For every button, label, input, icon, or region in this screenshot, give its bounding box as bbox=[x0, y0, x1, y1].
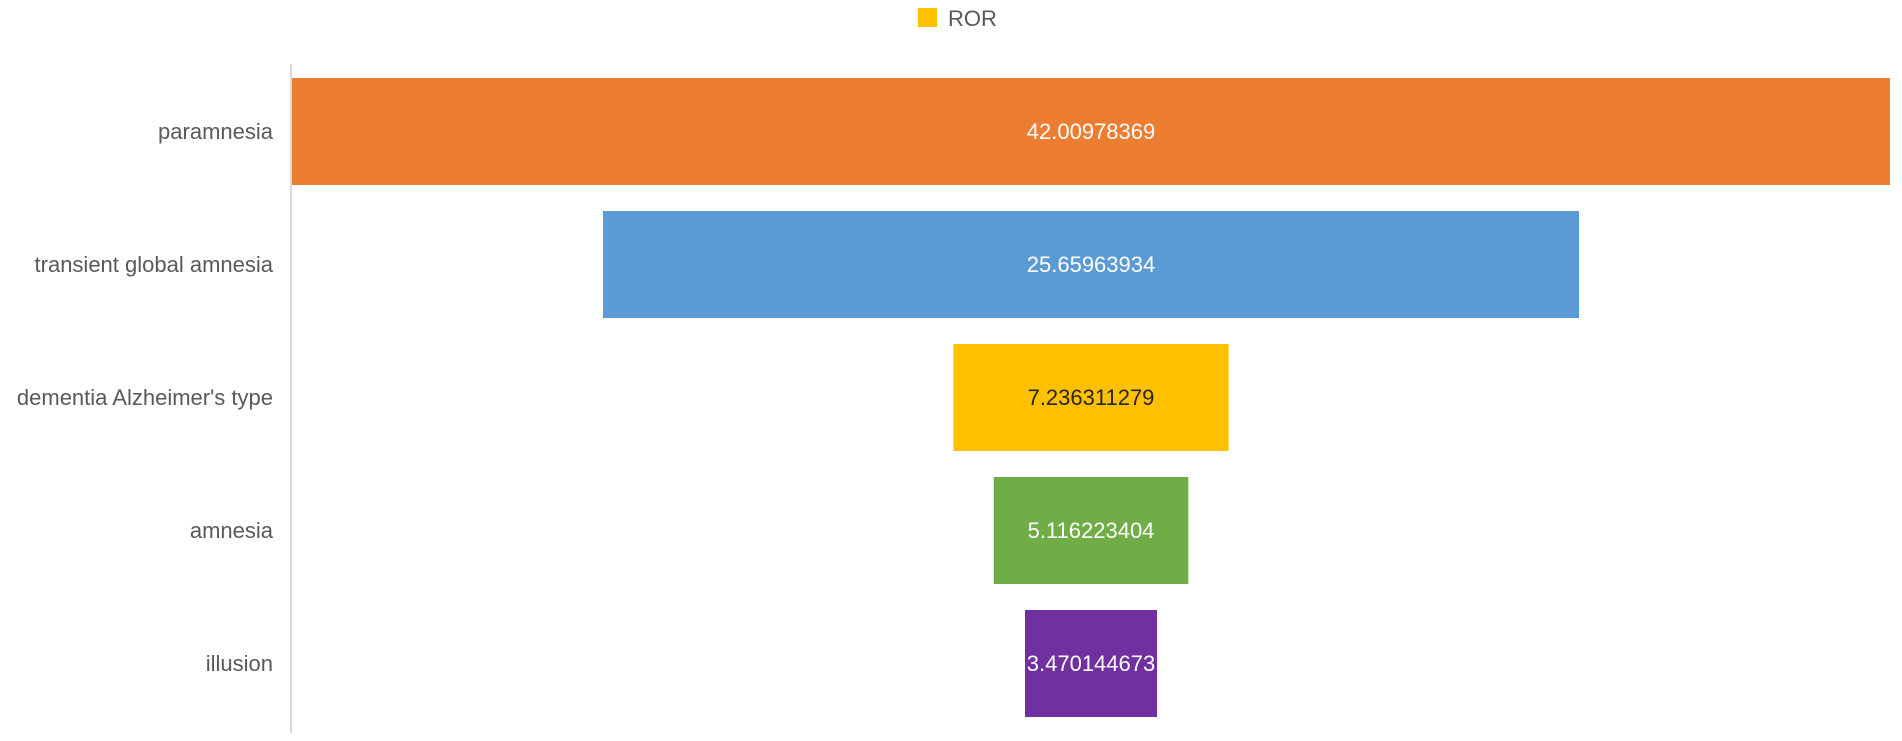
category-label-4: amnesia bbox=[190, 518, 274, 543]
funnel-bar-1 bbox=[292, 78, 1890, 185]
category-label-3: dementia Alzheimer's type bbox=[17, 385, 273, 410]
legend-label-ror: ROR bbox=[948, 6, 997, 31]
legend: ROR bbox=[918, 6, 997, 31]
category-label-2: transient global amnesia bbox=[35, 252, 274, 277]
funnel-bar-3 bbox=[953, 344, 1229, 451]
value-label-4: 5.116223404 bbox=[1028, 518, 1155, 543]
funnel-bar-2 bbox=[602, 211, 1580, 318]
category-label-1: paramnesia bbox=[158, 119, 274, 144]
value-label-3: 7.236311279 bbox=[1028, 385, 1155, 410]
legend-swatch-ror bbox=[918, 8, 937, 27]
category-labels: paramnesia transient global amnesia dement… bbox=[17, 119, 274, 676]
funnel-bar-4 bbox=[993, 477, 1189, 584]
value-label-1: 42.00978369 bbox=[1027, 119, 1155, 144]
category-label-5: illusion bbox=[206, 651, 273, 676]
value-label-5: 3.470144673 bbox=[1027, 651, 1155, 676]
funnel-bar-5 bbox=[1025, 610, 1157, 717]
value-labels: 42.00978369 25.65963934 7.236311279 5.11622… bbox=[1027, 119, 1155, 676]
funnel-bars bbox=[292, 78, 1890, 717]
value-label-2: 25.65963934 bbox=[1027, 252, 1155, 277]
